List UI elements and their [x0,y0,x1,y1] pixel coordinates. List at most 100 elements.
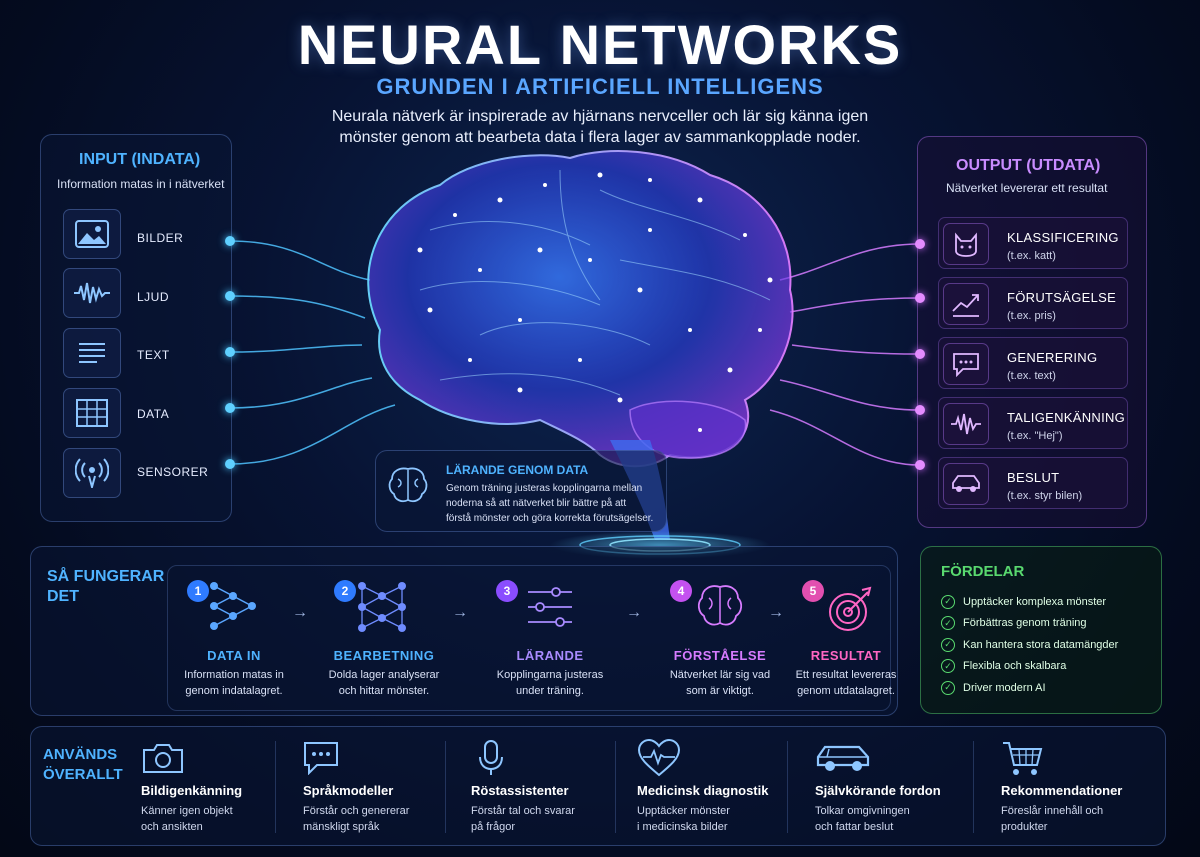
arrow-right-icon: → [292,604,308,621]
benefit-item: ✓Driver modern AI [941,677,1118,699]
output-connector-dot [915,405,925,415]
intro-line: mönster genom att bearbeta data i flera … [339,129,861,146]
how-it-works-panel: SÅ FUNGERAR DET [30,546,898,716]
use-title: Bildigenkänning [141,783,243,798]
learning-box-line: noderna så att nätverket blir bättre på … [446,498,627,509]
benefit-item: ✓ Kan hantera stora datamängder [941,634,1118,656]
step-desc: Information matas in genom indatalagret. [164,667,304,699]
step-title: RESULTAT [810,648,882,663]
input-connector-dot [225,347,235,357]
input-panel: INPUT (INDATA) Information matas in i nä… [40,134,232,522]
step-desc-line: som är viktigt. [686,685,754,697]
step-desc: Ett resultat levereras genom utdatalagre… [776,667,916,699]
step-title: DATA IN [207,648,261,663]
output-name: GENERERING [1007,350,1098,365]
benefit-text: Förbättras genom träning [963,617,1087,630]
voice-wave-icon [943,403,989,445]
page-subtitle: GRUNDEN I ARTIFICIELL INTELLIGENS [376,74,824,99]
divider [787,741,788,833]
step-title: BEARBETNING [333,648,435,663]
step-number: 3 [496,580,518,602]
brain-outline-icon [695,582,745,635]
data-grid-icon [63,388,121,438]
arrow-right-icon: → [768,604,784,621]
output-example: (t.ex. styr bilen) [1007,490,1083,502]
output-item-prediction: FÖRUTSÄGELSE (t.ex. pris) [938,277,1128,329]
check-icon: ✓ [941,637,955,652]
use-desc-line: mänskligt språk [303,821,380,833]
network-nodes-icon [208,576,258,641]
use-title: Självkörande fordon [815,783,941,798]
camera-icon [141,741,185,780]
page-title: NEURAL NETWORKS [297,13,903,76]
step-desc-line: och hittar mönster. [338,685,430,697]
use-desc-line: Tolkar omgivningen [815,805,910,817]
learning-box-title: LÄRANDE GENOM DATA [446,463,589,477]
use-desc-line: i medicinska bilder [637,821,728,833]
arrow-right-icon: → [626,604,642,621]
use-title: Medicinsk diagnostik [637,783,769,798]
output-item-speech-recognition: TALIGENKÄNNING (t.ex. "Hej") [938,397,1128,449]
divider [275,741,276,833]
use-desc-line: Upptäcker mönster [637,805,730,817]
uses-title: ANVÄNDS ÖVERALLT [43,745,123,785]
use-title: Röstassistenter [471,783,569,798]
benefits-list: ✓ Upptäcker komplexa mönster ✓ Förbättras … [941,591,1118,699]
step-desc-line: Dolda lager analyserar [328,669,440,681]
use-desc-line: Föreslår innehåll och [1001,805,1104,817]
use-desc: Föreslår innehåll och produkter [1001,803,1103,835]
benefits-title: FÖRDELAR [941,563,1025,580]
car-icon [943,463,989,505]
output-connector-dot [915,239,925,249]
output-connector-dot [915,460,925,470]
chat-icon [303,741,339,780]
use-desc-line: och fattar beslut [815,821,894,833]
benefit-text: Kan hantera stora datamängder [963,638,1119,651]
sensor-icon [63,448,121,498]
benefit-text: Upptäcker komplexa mönster [963,595,1107,608]
use-desc: Känner igen objekt och ansikten [141,803,233,835]
text-lines-icon [63,328,121,378]
learning-box-text: Genom träning justeras kopplingarna mell… [446,481,666,526]
output-example: (t.ex. "Hej") [1007,430,1063,442]
step-title: LÄRANDE [516,648,584,663]
input-label-images: BILDER [137,231,184,245]
output-example: (t.ex. pris) [1007,310,1056,322]
check-icon: ✓ [941,594,955,609]
output-panel-title: OUTPUT (UTDATA) [956,157,1101,174]
sliders-icon [526,584,574,635]
step-number: 1 [187,580,209,602]
use-title: Rekommendationer [1001,783,1123,798]
uses-title-line: ÖVERALLT [43,766,123,783]
output-name: KLASSIFICERING [1007,230,1119,245]
output-panel: OUTPUT (UTDATA) Nätverket levererar ett … [917,136,1147,528]
benefit-item: ✓ Upptäcker komplexa mönster [941,591,1118,613]
benefit-item: ✓Flexibla och skalbara [941,656,1118,678]
how-it-works-title: SÅ FUNGERAR DET [47,567,164,607]
output-connector-dot [915,293,925,303]
input-label-data: DATA [137,407,170,421]
step-desc-line: Information matas in [184,669,284,681]
step-desc-line: genom utdatalagret. [797,685,895,697]
output-name: BESLUT [1007,470,1060,485]
step-desc: Kopplingarna justeras under träning. [480,667,620,699]
step-desc: Nätverket lär sig vad som är viktigt. [650,667,790,699]
input-connector-dot [225,291,235,301]
uses-panel: ANVÄNDS ÖVERALLT Bildigenkänning Känner … [30,726,1166,846]
output-example: (t.ex. katt) [1007,250,1056,262]
use-desc-line: på frågor [471,821,516,833]
output-name: FÖRUTSÄGELSE [1007,290,1117,305]
divider [973,741,974,833]
check-icon: ✓ [941,659,955,674]
use-desc: Upptäcker mönster i medicinska bilder [637,803,730,835]
check-icon: ✓ [941,680,955,695]
heart-pulse-icon [637,738,681,782]
benefits-panel: FÖRDELAR ✓ Upptäcker komplexa mönster ✓ Fö… [920,546,1162,714]
use-desc-line: produkter [1001,821,1048,833]
output-item-generation: GENERERING (t.ex. text) [938,337,1128,389]
use-desc: Förstår och genererar mänskligt språk [303,803,409,835]
output-connection-lines [769,243,921,466]
learning-box-line: förstå mönster och göra korrekta förutsä… [446,513,654,524]
input-connector-dot [225,403,235,413]
output-connector-dot [915,349,925,359]
